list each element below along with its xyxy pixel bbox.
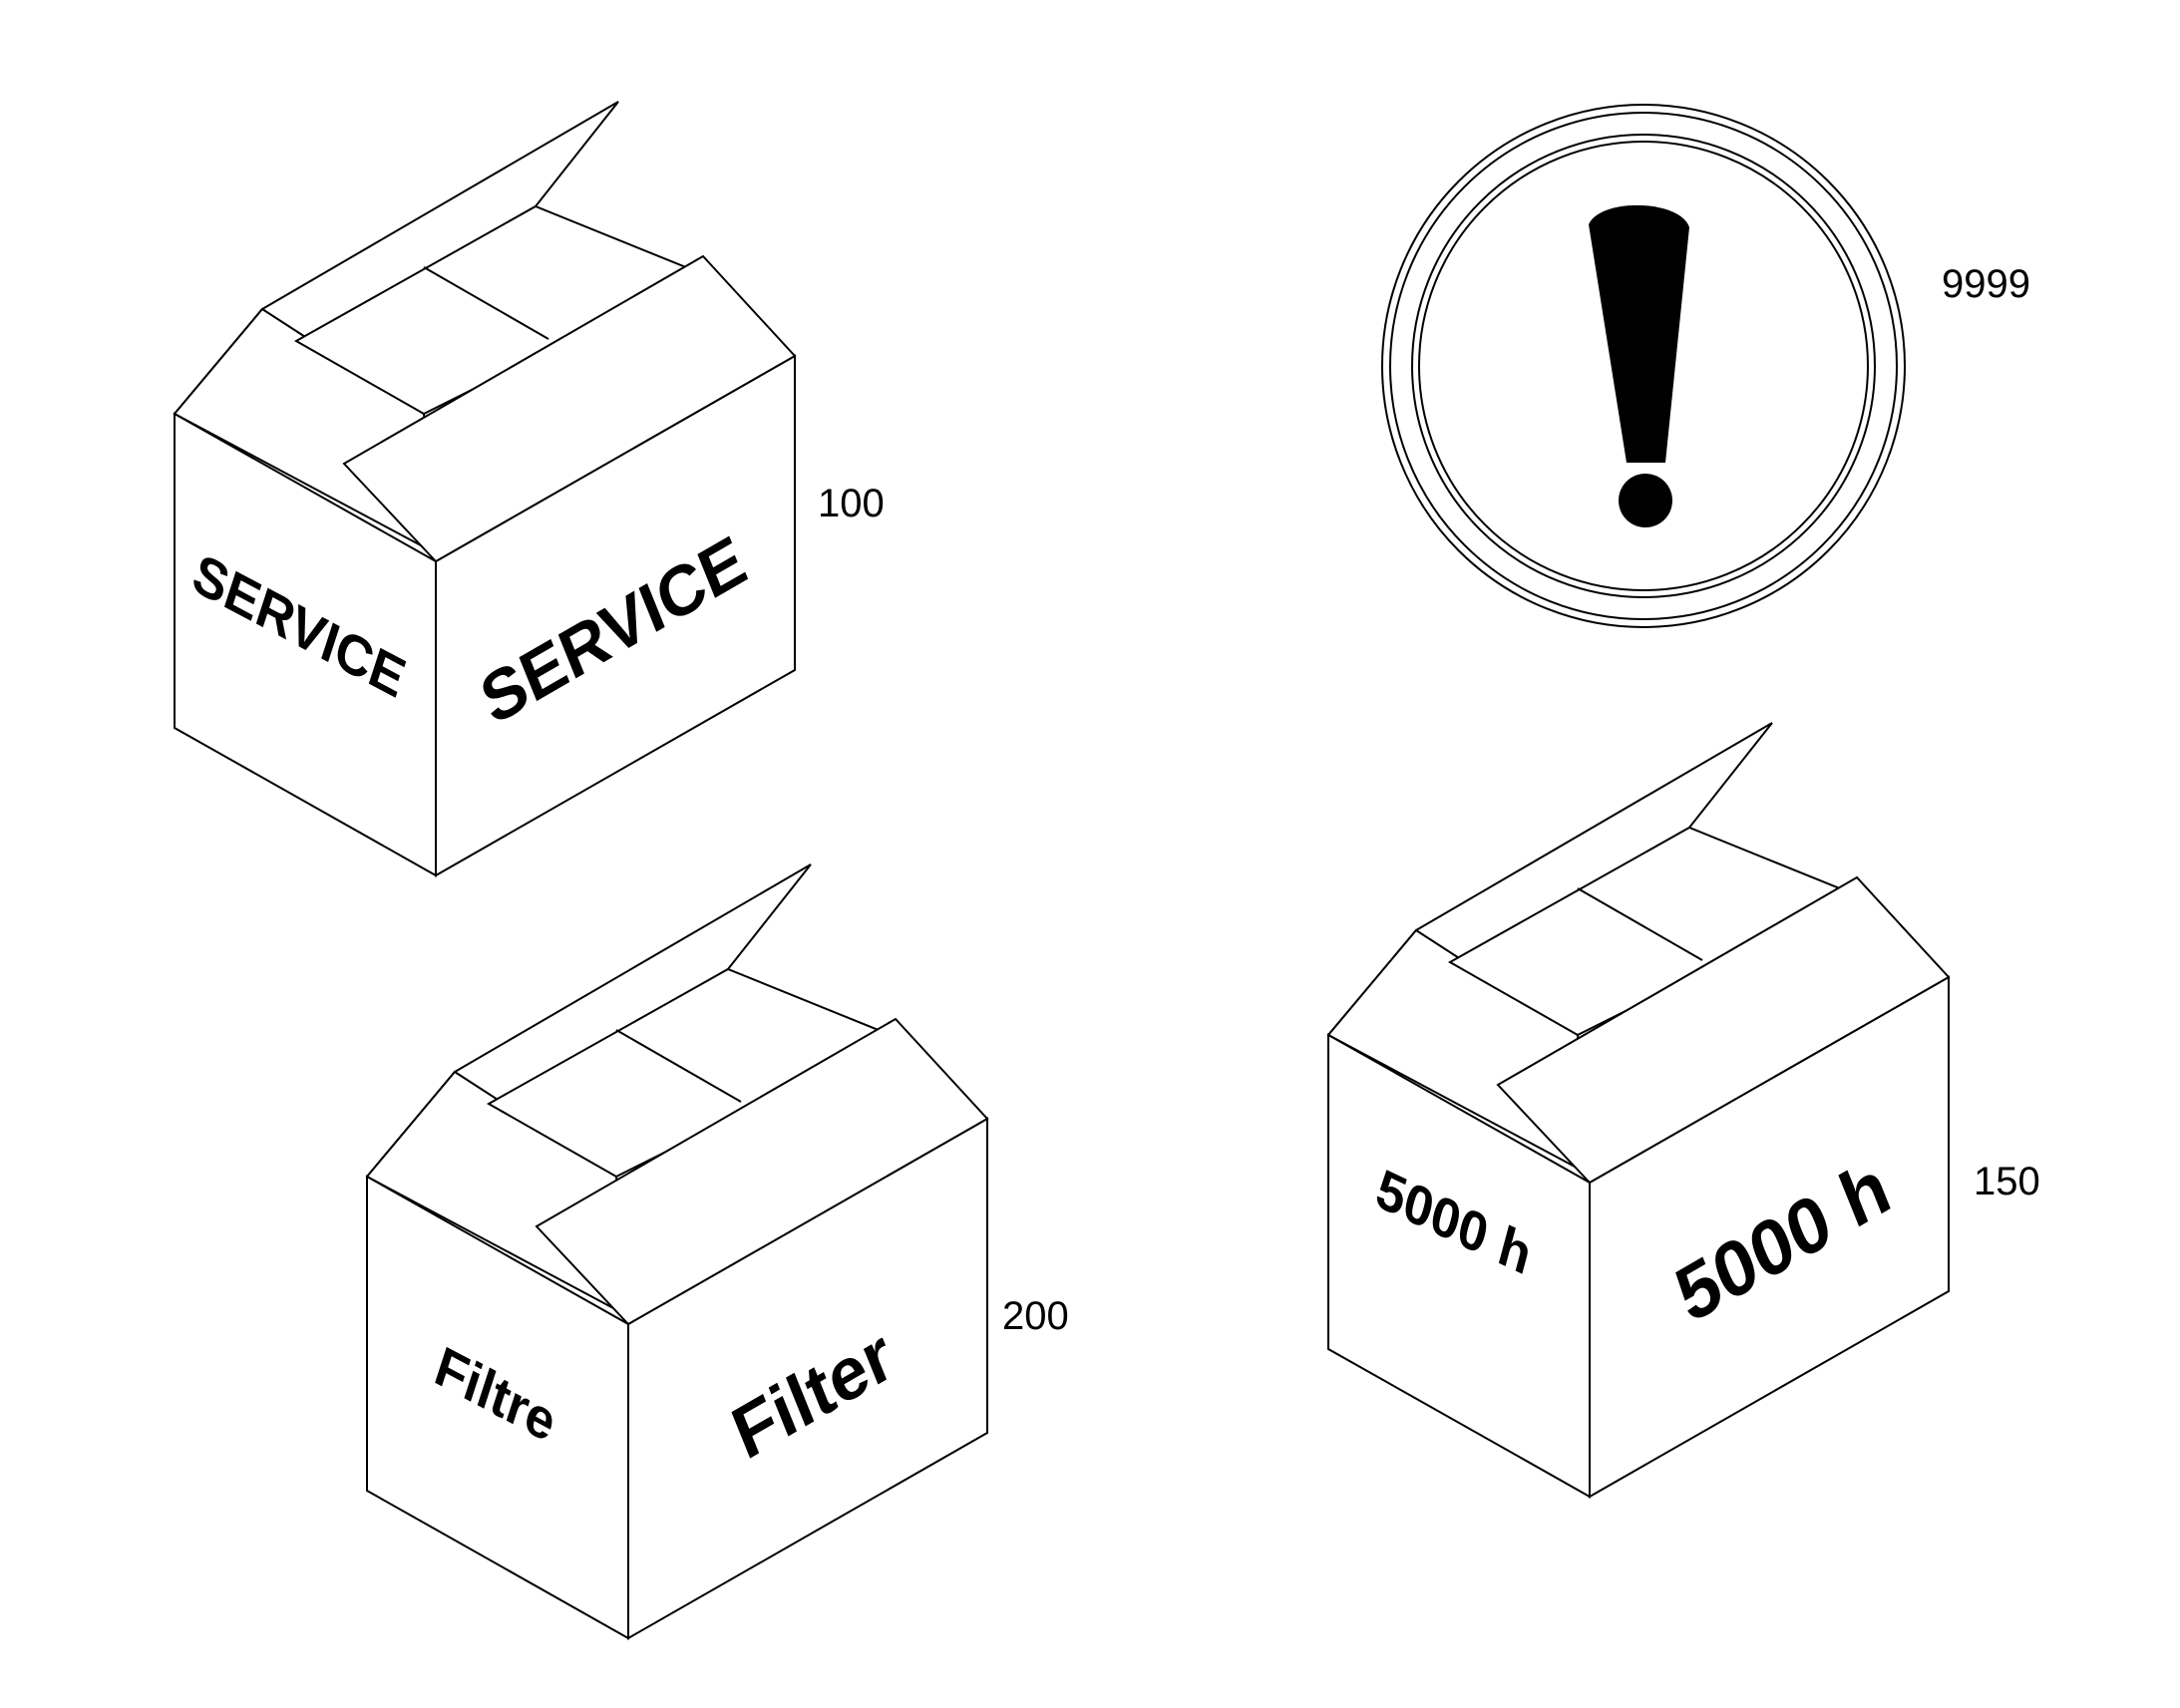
- box-200: Filtre Filter 200: [365, 863, 1069, 1640]
- box-ref-number: 150: [1974, 1160, 2040, 1203]
- box-front-flap: [1496, 875, 1951, 1185]
- sign-ref-number: 9999: [1942, 262, 2030, 306]
- sign-inner-ring: [1411, 134, 1876, 598]
- box-ref-number: 100: [818, 482, 885, 525]
- box-150: 5000 h 5000 h 150: [1326, 722, 2040, 1499]
- box-front-flap: [342, 254, 797, 563]
- sign-inner-ring-inner: [1418, 141, 1869, 591]
- sign-outer-ring-inner: [1389, 112, 1898, 620]
- box-front-flap: [535, 1017, 989, 1326]
- box-ref-number: 200: [1002, 1294, 1069, 1338]
- exclamation-icon: [1589, 204, 1689, 527]
- warning-sign: 9999: [1381, 104, 2030, 628]
- box-100: SERVICE SERVICE 100: [173, 101, 885, 877]
